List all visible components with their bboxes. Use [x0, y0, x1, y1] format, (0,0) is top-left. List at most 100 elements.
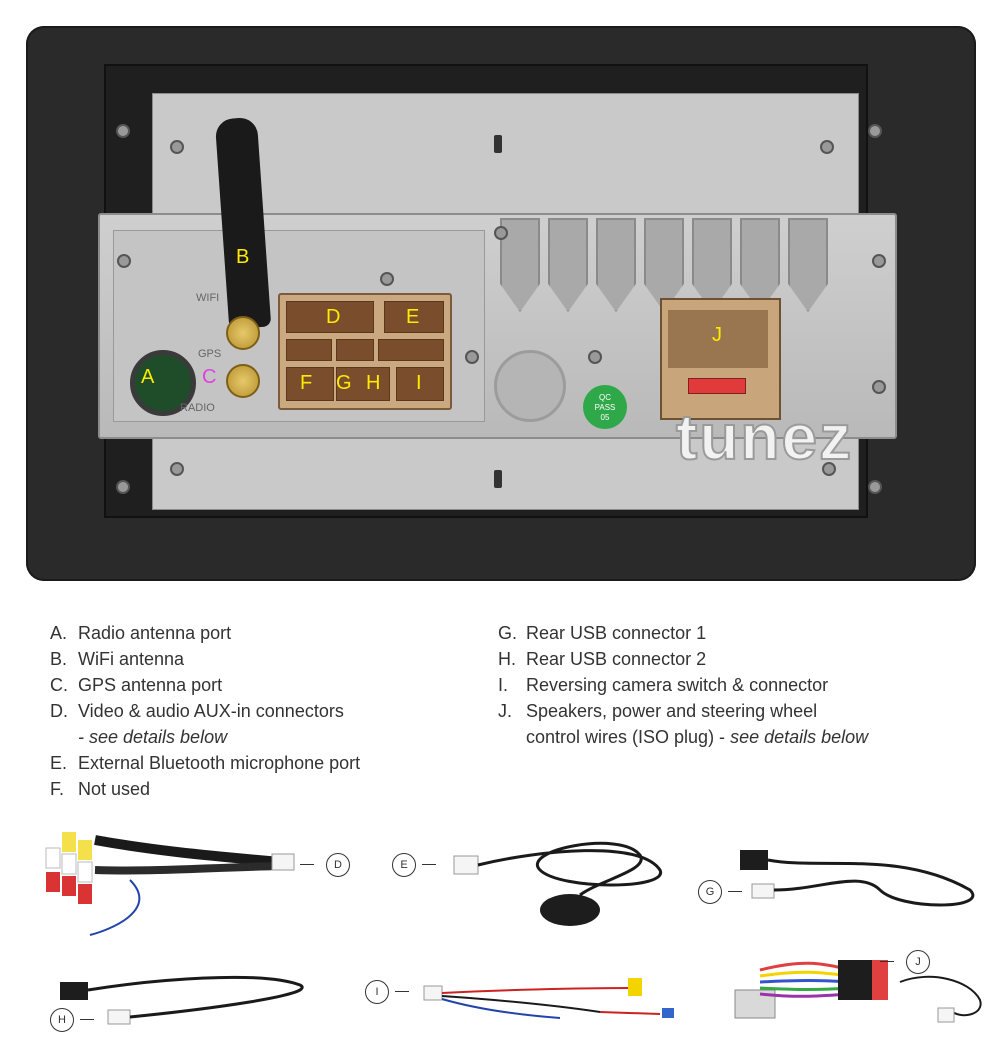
legend-key: B. — [50, 649, 68, 669]
label-c: C — [202, 366, 217, 388]
label-a: A — [141, 366, 155, 388]
label-f: F — [300, 372, 313, 394]
brand-logo-icon — [494, 350, 566, 422]
callout-g: G — [698, 880, 722, 904]
label-g: G — [336, 372, 352, 394]
legend-left: A. Radio antenna port B. WiFi antenna C.GP… — [50, 620, 450, 802]
legend-item: I. Reversing camera switch & connector — [498, 672, 978, 698]
legend-item: C.GPS antenna port — [50, 672, 450, 698]
callout-leader — [880, 961, 894, 962]
bluetooth-microphone-cable — [453, 841, 662, 926]
connector-d — [286, 301, 374, 333]
legend-item: D.Video & audio AUX-in connectors — [50, 698, 450, 724]
screw — [872, 380, 886, 394]
legend-key: G. — [498, 623, 518, 643]
legend-text: Rear USB connector 2 — [526, 649, 707, 669]
legend-item: B. WiFi antenna — [50, 646, 450, 672]
iso-fuse — [688, 378, 746, 394]
screw — [116, 124, 130, 138]
legend-key: F. — [50, 779, 65, 799]
legend-key: C. — [50, 675, 68, 695]
callout-leader — [422, 864, 436, 865]
callout-leader — [300, 864, 314, 865]
callout-i: I — [365, 980, 389, 1004]
legend-text: WiFi antenna — [78, 649, 185, 669]
wifi-engraving: WIFI — [196, 292, 220, 304]
connector-cell — [378, 339, 444, 361]
legend-text: Rear USB connector 1 — [526, 623, 707, 643]
legend-subnote: control wires (ISO plug) - see details b… — [498, 724, 978, 750]
qc-line: 05 — [600, 413, 610, 422]
head-unit-rear-photo: WIFI GPS RADIO QC PASS 05 A B C D E F G … — [26, 26, 976, 581]
legend-item: F.Not used — [50, 776, 450, 802]
slot — [494, 470, 502, 488]
screw — [170, 462, 184, 476]
label-h: H — [366, 372, 381, 394]
usb-cable-1 — [740, 850, 975, 907]
label-i: I — [416, 372, 422, 394]
callout-leader — [80, 1019, 94, 1020]
qc-line: PASS — [594, 403, 616, 412]
legend-key: H. — [498, 649, 516, 669]
connector-gh — [336, 367, 390, 401]
gps-sma-connector — [226, 364, 260, 398]
legend-subnote: - see details below — [50, 724, 450, 750]
screw — [868, 124, 882, 138]
screw — [588, 350, 602, 364]
screw — [117, 254, 131, 268]
legend-key: I. — [498, 675, 509, 695]
legend-item: G. Rear USB connector 1 — [498, 620, 978, 646]
gps-engraving: GPS — [198, 348, 222, 360]
screw — [868, 480, 882, 494]
callout-d: D — [326, 853, 350, 877]
callout-h: H — [50, 1008, 74, 1032]
screw — [822, 462, 836, 476]
legend-item: A. Radio antenna port — [50, 620, 450, 646]
wifi-sma-connector — [226, 316, 260, 350]
legend-key: A. — [50, 623, 68, 643]
connector-i — [396, 367, 444, 401]
legend-text: Speakers, power and steering wheel — [526, 701, 818, 721]
legend-line2: control wires (ISO plug) - — [526, 727, 731, 747]
callout-leader — [395, 991, 409, 992]
screw — [820, 140, 834, 154]
screw — [116, 480, 130, 494]
radio-antenna-port — [130, 350, 196, 416]
legend-see-details: see details below — [730, 727, 869, 747]
label-b: B — [236, 246, 250, 268]
connector-cell — [286, 339, 332, 361]
legend-text: Reversing camera switch & connector — [526, 675, 829, 695]
connector-cell — [336, 339, 374, 361]
screw — [872, 254, 886, 268]
legend-text: Radio antenna port — [78, 623, 232, 643]
reversing-camera-cable — [423, 978, 674, 1019]
iso-pins — [668, 310, 768, 368]
mounting-plate-bottom — [152, 430, 859, 510]
usb-cable-2 — [60, 975, 304, 1025]
connector-e — [384, 301, 444, 333]
legend-item: J. Speakers, power and steering wheel — [498, 698, 978, 724]
legend-right: G. Rear USB connector 1 H. Rear USB connec… — [498, 620, 978, 750]
callout-j: J — [906, 950, 930, 974]
screw — [170, 140, 184, 154]
rca-harness-cable — [45, 832, 295, 936]
legend-subnote-text: - see details below — [78, 727, 228, 747]
legend-text: External Bluetooth microphone port — [78, 753, 361, 773]
legend-key: E. — [50, 753, 68, 773]
callout-leader — [728, 891, 742, 892]
label-e: E — [406, 306, 420, 328]
aux-connector-block — [278, 293, 452, 410]
screw — [465, 350, 479, 364]
legend-key: J. — [498, 701, 513, 721]
qc-line: QC — [599, 393, 611, 402]
legend-item: E. External Bluetooth microphone port — [50, 750, 450, 776]
cable-illustrations — [45, 832, 982, 1025]
iso-harness-cable — [734, 960, 982, 1023]
label-j: J — [712, 324, 722, 346]
watermark-logo: tunez — [675, 400, 854, 474]
legend-key: D. — [50, 701, 68, 721]
screw — [380, 272, 394, 286]
connector-f — [286, 367, 334, 401]
slot — [494, 135, 502, 153]
callout-e: E — [392, 853, 416, 877]
